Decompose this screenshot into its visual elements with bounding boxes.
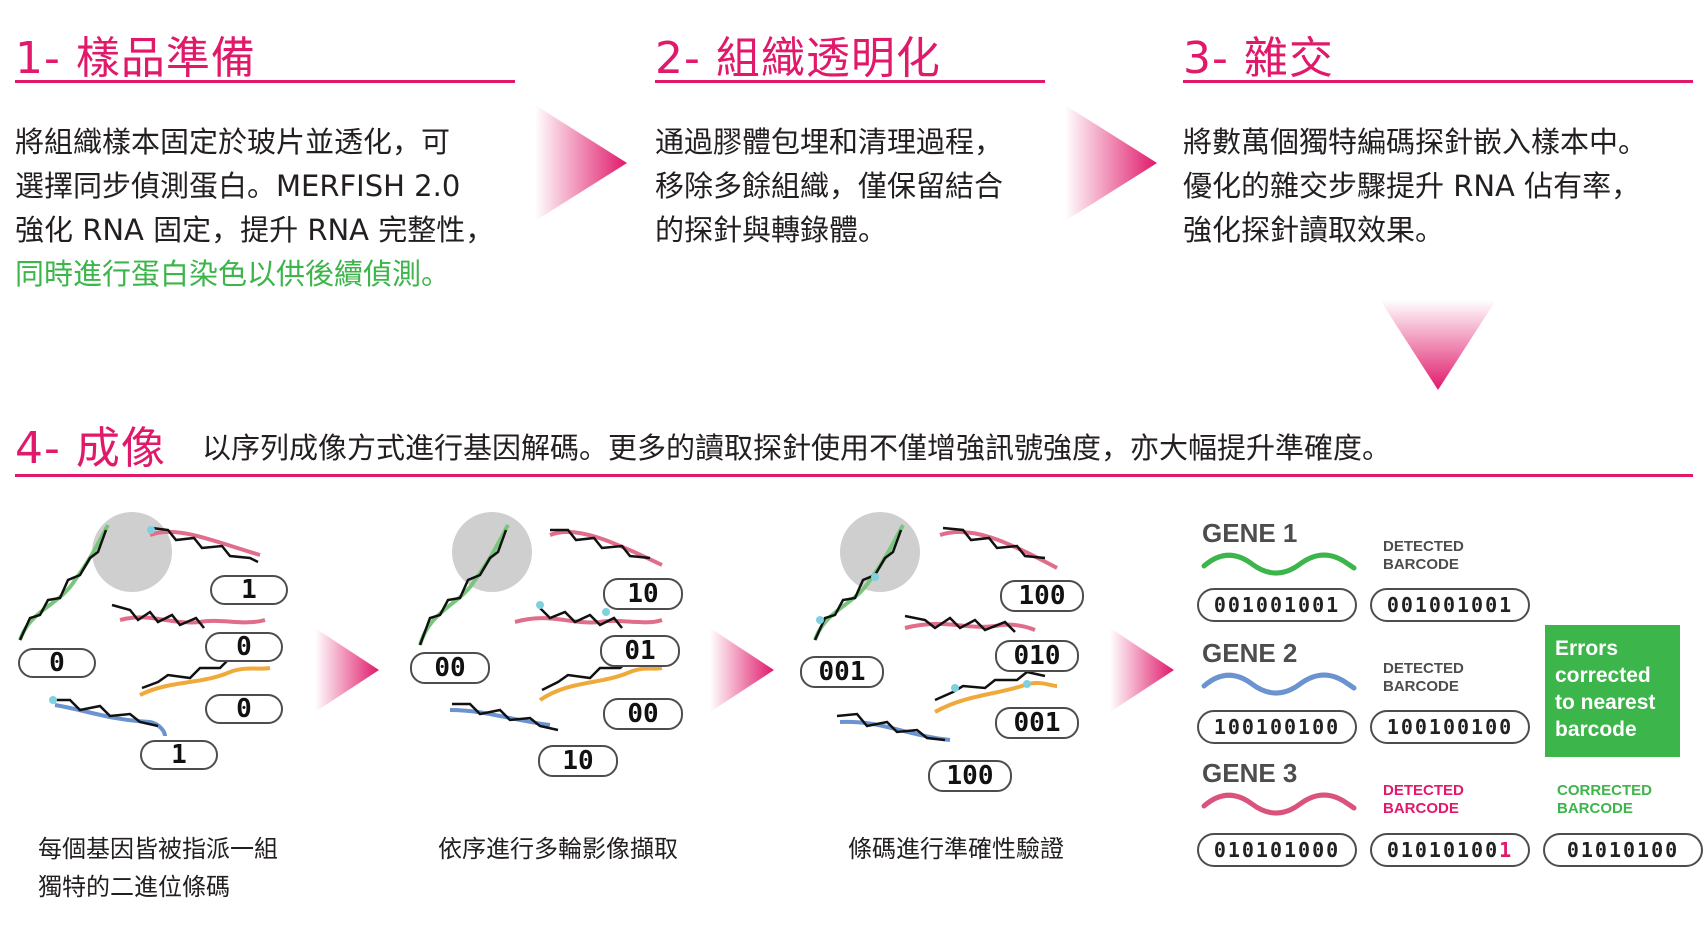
rna-blue [54,703,167,737]
step3-line: 優化的雜交步驟提升 RNA 佔有率， [1183,169,1641,203]
gene1-label: GENE 1 [1202,518,1298,548]
step1-line: 強化 RNA 固定，提升 RNA 完整性， [15,213,495,247]
step-arrow-right-2 [1065,105,1157,221]
gene3-error-bit: 1 [1499,838,1514,862]
panel1-code-1: 1 [210,575,288,605]
panel2-code-1: 10 [603,578,683,610]
gene3-barcode: 010101000 [1197,833,1357,867]
step1-line: 將組織樣本固定於玻片並透化，可 [15,125,451,159]
step1-green-line: 同時進行蛋白染色以供後續偵測。 [15,257,451,291]
panel2-code-5: 10 [538,745,618,777]
step2-description: 通過膠體包埋和清理過程， 移除多餘組織，僅保留結合 的探針與轉錄體。 [655,120,1075,252]
rna-pink [514,616,663,625]
detected-label-line: BARCODE [1383,678,1459,695]
panel1-caption: 每個基因皆被指派一組 獨特的二進位條碼 [38,830,278,906]
error-correction-box: Errors corrected to nearest barcode [1545,625,1680,757]
step3-title: 3- 雜交 [1183,33,1334,84]
step3-description: 將數萬個獨特編碼探針嵌入樣本中。 優化的雜交步驟提升 RNA 佔有率， 強化探針… [1183,120,1703,252]
step4-divider [15,474,1693,477]
step3-divider [1183,80,1693,83]
panel1-caption-line: 每個基因皆被指派一組 [38,835,278,863]
panel1-code-3: 0 [205,632,283,662]
nucleus [92,512,172,592]
panel-arrow-2 [710,628,774,712]
error-box-line: barcode [1555,718,1637,741]
panel2-code-3: 00 [603,698,683,730]
step1-description: 將組織樣本固定於玻片並透化，可 選擇同步偵測蛋白。MERFISH 2.0 強化 … [15,120,535,296]
step1-divider [15,80,515,83]
panel2-code-2: 01 [600,635,680,667]
error-box-line: corrected [1555,664,1651,687]
step2-line: 通過膠體包埋和清理過程， [655,125,1004,159]
step3-line: 強化探針讀取效果。 [1183,213,1445,247]
gene3-wave [1201,792,1357,816]
panel3-code-2: 010 [995,640,1079,672]
gene3-detected-prefix: 01010100 [1386,838,1500,862]
detected-label-line: DETECTED [1383,538,1464,555]
panel2-illustration [418,512,663,732]
panel1-code-2: 0 [18,648,96,678]
gene2-wave [1201,672,1357,696]
step4-title: 4- 成像 [15,423,166,474]
panel1-code-4: 0 [205,694,283,724]
panel1-caption-line: 獨特的二進位條碼 [38,873,230,901]
nucleus [840,512,920,592]
panel2-caption-line: 依序進行多輪影像擷取 [438,835,678,863]
detected-label-line: BARCODE [1383,556,1459,573]
gene3-corrected-barcode: 01010100 [1543,833,1703,867]
rna-orange [139,666,271,697]
rna-red [149,529,261,557]
panel2-code-4: 00 [410,652,490,684]
panel2-caption: 依序進行多輪影像擷取 [438,830,678,868]
panel3-caption: 條碼進行準確性驗證 [848,830,1064,868]
gene1-detected-label: DETECTED BARCODE [1383,538,1464,574]
panel-arrow-3 [1110,628,1174,712]
error-box-line: to nearest [1555,691,1656,714]
step4-description: 以序列成像方式進行基因解碼。更多的讀取探針使用不僅增強訊號強度，亦大幅提升準確度… [202,431,1392,465]
panel3-code-5: 100 [928,760,1012,792]
step-arrow-right-1 [535,105,627,221]
panel3-illustration [813,512,1058,742]
step1-title: 1- 樣品準備 [15,33,256,84]
step3-line: 將數萬個獨特編碼探針嵌入樣本中。 [1183,125,1648,159]
detected-label-line: DETECTED [1383,660,1464,677]
panel3-code-4: 001 [800,656,884,688]
step-arrow-down [1380,300,1496,390]
gene2-detected-label: DETECTED BARCODE [1383,660,1464,696]
panel3-code-1: 100 [1000,580,1084,612]
step1-line: 選擇同步偵測蛋白。MERFISH 2.0 [15,169,461,203]
gene3-detected-barcode: 010101001 [1370,833,1530,867]
rna-green [418,524,510,646]
gene1-barcode: 001001001 [1197,588,1357,622]
rna-pink [904,621,1036,632]
detected-label-line: DETECTED [1383,782,1464,799]
detected-label-line: BARCODE [1383,800,1459,817]
step2-line: 的探針與轉錄體。 [655,213,888,247]
error-box-line: Errors [1555,637,1619,660]
gene3-detected-label: DETECTED BARCODE [1383,782,1464,818]
panel-arrow-1 [315,628,379,712]
rna-red [939,530,1058,570]
gene1-detected-barcode: 001001001 [1370,588,1530,622]
corrected-label-line: BARCODE [1557,800,1633,817]
step2-title: 2- 組織透明化 [655,33,941,84]
corrected-label-line: CORRECTED [1557,782,1653,799]
rna-green [18,524,110,641]
rna-orange [538,666,663,702]
panel3-code-3: 001 [995,707,1079,739]
gene2-detected-barcode: 100100100 [1370,710,1530,744]
panel3-caption-line: 條碼進行準確性驗證 [848,835,1064,863]
step2-line: 移除多餘組織，僅保留結合 [655,169,1004,203]
rna-green [813,524,905,641]
gene2-label: GENE 2 [1202,638,1298,668]
gene3-label: GENE 3 [1202,758,1298,788]
gene2-barcode: 100100100 [1197,710,1357,744]
panel1-code-5: 1 [140,740,218,770]
gene3-corrected-label: CORRECTED BARCODE [1557,782,1652,818]
gene1-wave [1201,552,1357,576]
step2-divider [655,80,1045,83]
